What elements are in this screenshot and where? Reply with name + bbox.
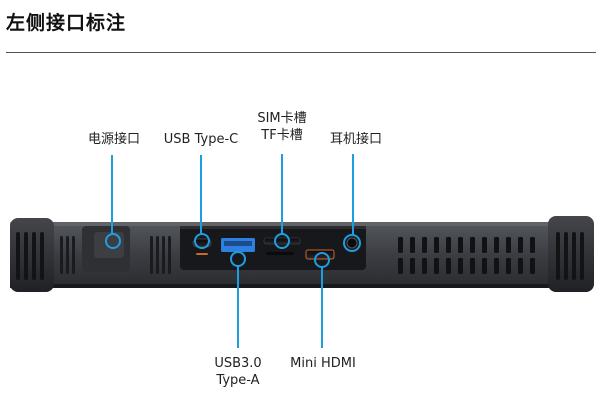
usb3-port: [221, 238, 255, 252]
left-bumper: [10, 218, 54, 292]
hdmi-callout-pointer: [314, 252, 330, 348]
left-vent-grille: [60, 236, 171, 274]
usb3-label-line2: Type-A: [216, 373, 260, 388]
power-button-housing: [82, 226, 130, 272]
sim-tf-slot: [263, 237, 301, 255]
headphone-label: 耳机接口: [329, 132, 383, 147]
mini-hdmi-label: Mini HDMI: [290, 356, 356, 371]
usb3-callout-pointer: [230, 251, 246, 348]
usb-c-label: USB Type-C: [163, 132, 239, 147]
port-panel: [180, 226, 366, 270]
mini-hdmi-port: [305, 249, 335, 260]
usb-c-callout-pointer: [194, 155, 210, 249]
usb3-label: USB3.0 Type-A: [214, 355, 261, 389]
sim-tf-callout-pointer: [274, 154, 290, 249]
right-bumper: [548, 216, 594, 292]
page-title: 左侧接口标注: [6, 12, 127, 34]
power-callout-pointer: [105, 155, 121, 249]
headphone-callout-pointer: [343, 154, 361, 252]
right-vent-grille: [398, 237, 535, 274]
power-port-label: 电源接口: [87, 132, 141, 147]
usb3-label-line1: USB3.0: [214, 356, 262, 371]
tf-slot-label: TF卡槽: [261, 128, 303, 143]
headphone-jack: [346, 237, 358, 249]
title-divider: [6, 52, 596, 53]
sim-slot-label: SIM卡槽: [257, 111, 307, 126]
sim-tf-label: SIM卡槽 TF卡槽: [257, 110, 306, 144]
